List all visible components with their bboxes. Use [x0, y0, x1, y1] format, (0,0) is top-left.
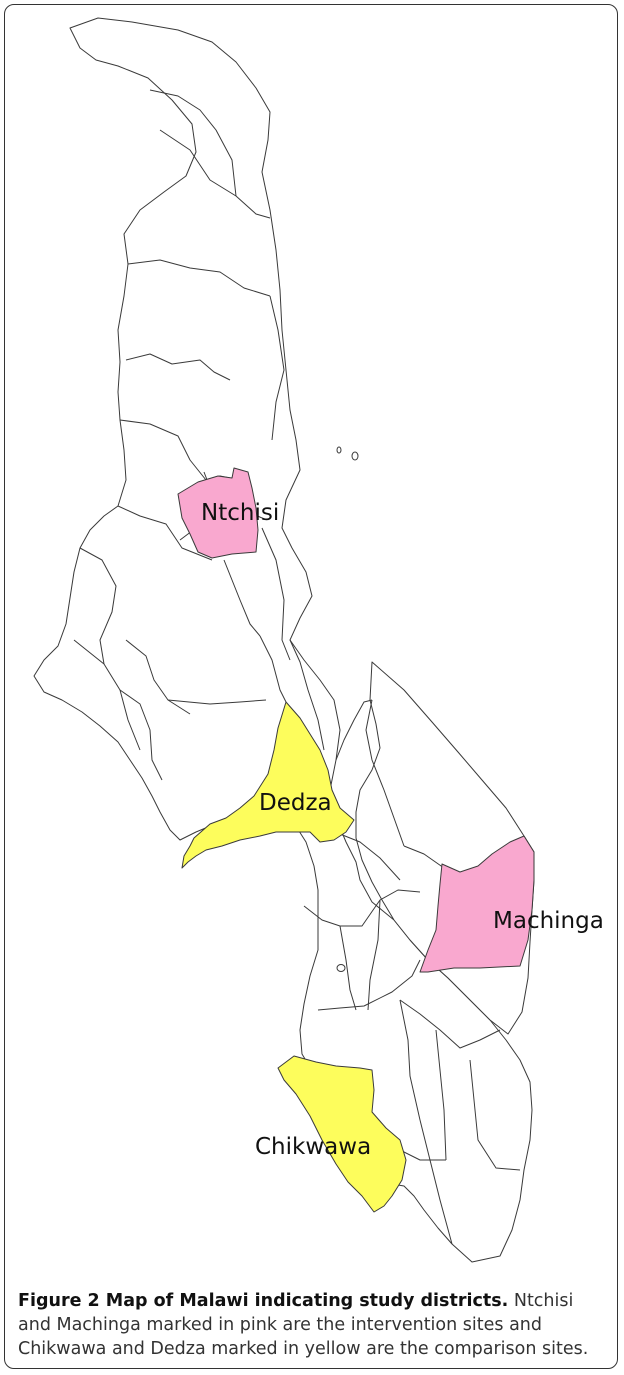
district-chikwawa	[277, 1055, 407, 1213]
district-borders	[73, 89, 521, 1245]
lake-islands	[336, 446, 359, 972]
district-machinga	[419, 835, 535, 973]
district-ntchisi	[177, 467, 259, 559]
figure-caption: Figure 2 Map of Malawi indicating study …	[18, 1289, 608, 1361]
caption-title: Figure 2 Map of Malawi indicating study …	[18, 1291, 509, 1311]
district-dedza	[181, 701, 355, 869]
label-dedza: Dedza	[259, 790, 332, 816]
label-ntchisi: Ntchisi	[201, 500, 279, 526]
label-machinga: Machinga	[493, 908, 604, 934]
label-chikwawa: Chikwawa	[255, 1134, 371, 1160]
caption-text: Ntchisi and Machinga marked in pink are …	[18, 1291, 589, 1359]
